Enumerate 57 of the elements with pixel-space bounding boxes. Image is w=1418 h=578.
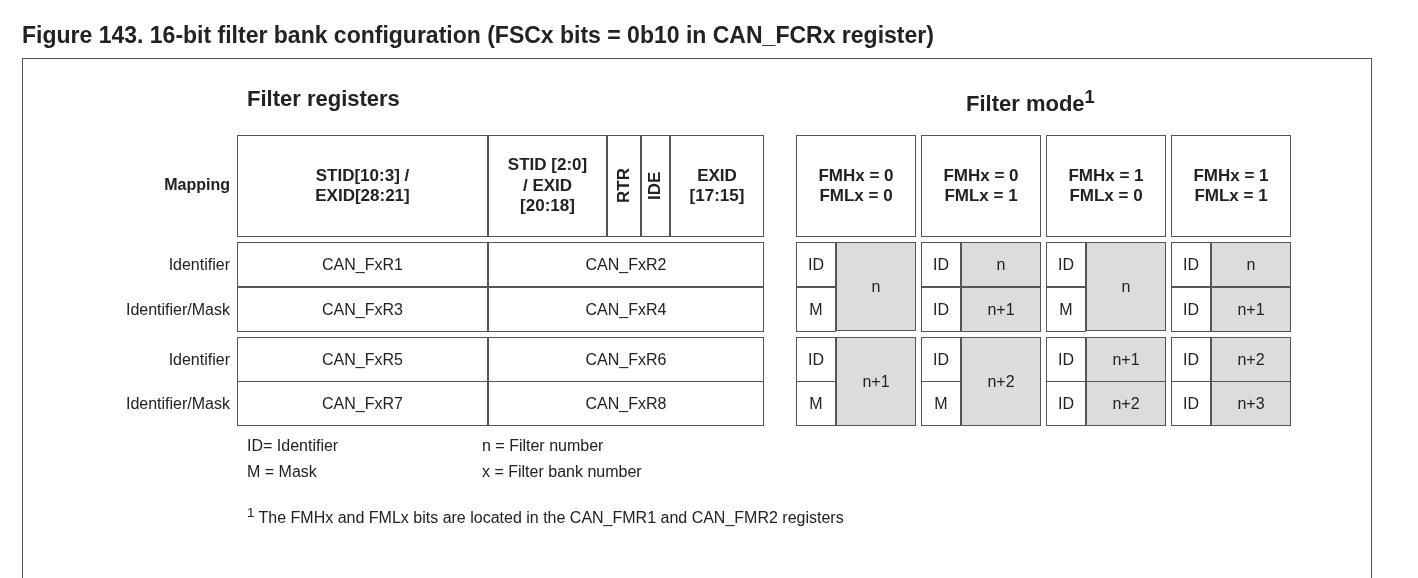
legend-note: n = Filter number	[482, 436, 605, 456]
table-cell: n	[961, 242, 1041, 287]
table-cell: ID	[796, 242, 836, 287]
row-label: Identifier/Mask	[124, 299, 230, 320]
table-cell: n+3	[1211, 381, 1291, 426]
row-label: Identifier/Mask	[124, 393, 230, 414]
table-cell: M	[921, 381, 961, 426]
row-label: Identifier	[167, 349, 230, 370]
table-cell: CAN_FxR2	[488, 242, 764, 287]
table-cell: n+1	[1211, 287, 1291, 332]
table-cell: ID	[1171, 337, 1211, 382]
table-cell: CAN_FxR4	[488, 287, 764, 332]
table-cell: n+2	[1086, 381, 1166, 426]
table-cell: n+2	[1211, 337, 1291, 382]
table-cell: M	[1046, 287, 1086, 332]
table-cell: M	[796, 381, 836, 426]
table-cell: CAN_FxR5	[237, 337, 488, 382]
table-cell: n	[1211, 242, 1291, 287]
table-cell: ID	[796, 337, 836, 382]
table-cell: CAN_FxR1	[237, 242, 488, 287]
column-header: FMHx = 1 FMLx = 1	[1171, 135, 1291, 237]
column-header: STID[10:3] / EXID[28:21]	[237, 135, 488, 237]
legend-note: M = Mask	[247, 462, 318, 482]
table-cell: CAN_FxR7	[237, 381, 488, 426]
column-header: FMHx = 0 FMLx = 1	[921, 135, 1041, 237]
table-cell: n+1	[961, 287, 1041, 332]
table-cell: n+1	[836, 337, 916, 426]
legend-note: x = Filter bank number	[482, 462, 643, 482]
table-cell: CAN_FxR6	[488, 337, 764, 382]
column-header: IDE	[641, 135, 670, 237]
column-header: EXID [17:15]	[670, 135, 764, 237]
table-cell: ID	[921, 242, 961, 287]
figure-title: Figure 143. 16-bit filter bank configuration (FSCx bits = 0b10 in CAN_FCRx register)	[22, 22, 934, 50]
table-cell: CAN_FxR8	[488, 381, 764, 426]
table-cell: ID	[1046, 381, 1086, 426]
column-header: STID [2:0] / EXID [20:18]	[488, 135, 607, 237]
table-cell: ID	[1171, 381, 1211, 426]
table-cell: n+1	[1086, 337, 1166, 382]
footnote: $^{1}$ The FMHx and FMLx bits are located in the CAN_FMR1 and CAN_FMR2 registers	[247, 505, 845, 529]
table-cell: n	[1086, 242, 1166, 331]
table-cell: ID	[921, 287, 961, 332]
section-heading: Filter registers	[247, 86, 401, 113]
column-header: FMHx = 0 FMLx = 0	[796, 135, 916, 237]
table-cell: n	[836, 242, 916, 331]
table-cell: ID	[1171, 287, 1211, 332]
table-cell: ID	[1046, 242, 1086, 287]
table-cell: M	[796, 287, 836, 332]
table-cell: ID	[1171, 242, 1211, 287]
column-header: RTR	[607, 135, 641, 237]
legend-note: ID= Identifier	[247, 436, 340, 456]
table-cell: ID	[1046, 337, 1086, 382]
table-cell: n+2	[961, 337, 1041, 426]
column-header: FMHx = 1 FMLx = 0	[1046, 135, 1166, 237]
table-cell: ID	[921, 337, 961, 382]
section-heading: Filter mode$^{1}$	[966, 86, 1096, 116]
row-label: Identifier	[167, 254, 230, 275]
table-cell: CAN_FxR3	[237, 287, 488, 332]
